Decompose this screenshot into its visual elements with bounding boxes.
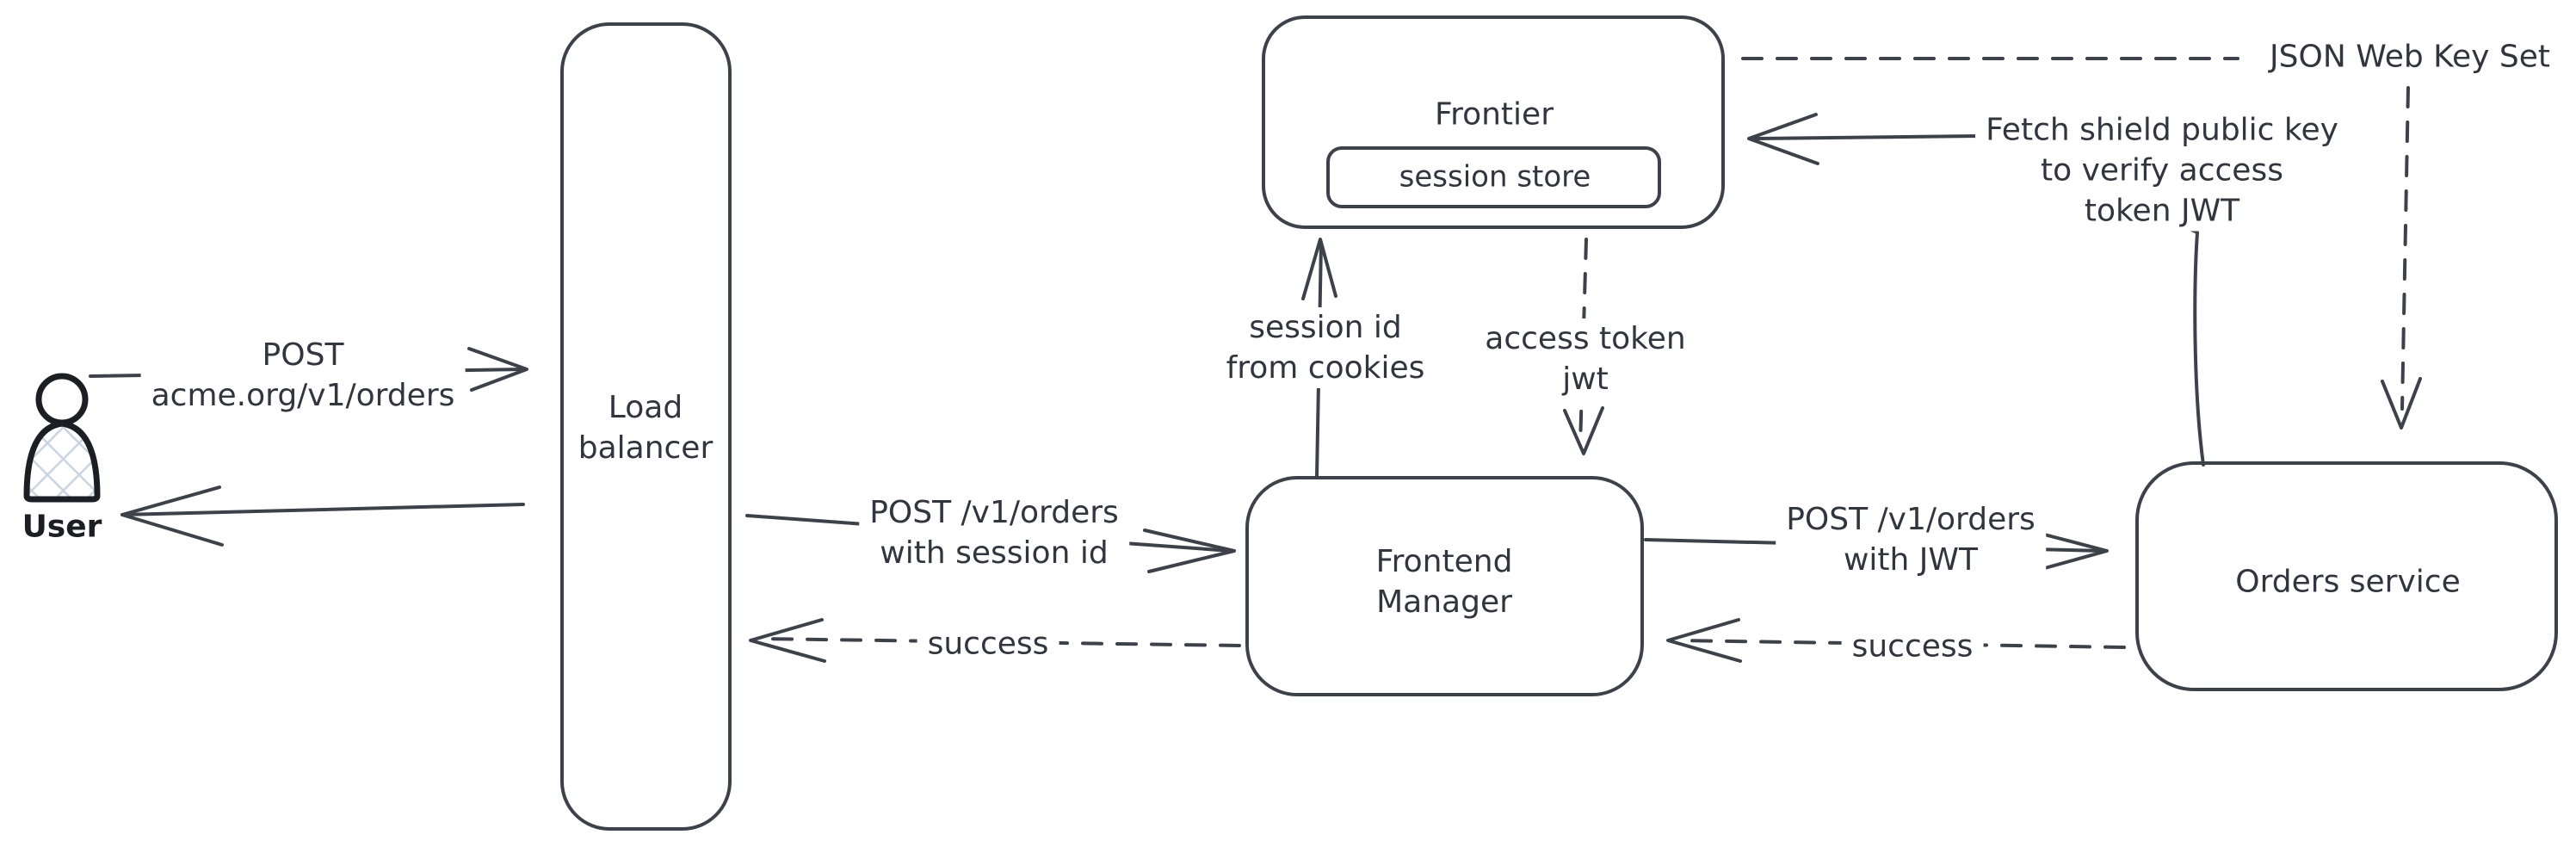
label-post-orders-jwt: POST /v1/orders with JWT [1776, 499, 2046, 580]
session-store-box [1326, 146, 1661, 208]
frontend-manager-box [1245, 476, 1644, 696]
label-access-token-jwt: access token jwt [1474, 318, 1696, 399]
user-icon [23, 373, 101, 503]
arrow-jwks-to-orders-service [2381, 86, 2422, 430]
label-fetch-shield-public-key: Fetch shield public key to verify access… [1975, 109, 2349, 232]
load-balancer-box [560, 22, 732, 831]
label-session-id-from-cookies: session id from cookies [1215, 307, 1436, 388]
arrow-frontend-manager-to-load-balancer-success [749, 618, 1241, 663]
frontier-label: Frontier [1434, 96, 1554, 133]
orders-service-label: Orders service [2235, 564, 2461, 600]
label-success-lb: success [917, 623, 1059, 665]
session-store-label: session store [1399, 159, 1591, 195]
label-post-orders-session-id: POST /v1/orders with session id [859, 492, 1129, 573]
arrow-orders-service-to-frontier [1747, 113, 2205, 467]
arrow-load-balancer-to-user [120, 485, 525, 547]
frontend-manager-label: Frontend Manager [1375, 544, 1513, 620]
label-post-acme-orders: POST acme.org/v1/orders [140, 335, 466, 416]
label-success-orders: success [1841, 626, 1984, 667]
load-balancer-label: Load balancer [578, 390, 713, 466]
orders-service-box [2135, 461, 2558, 691]
user-label: User [22, 509, 102, 545]
label-json-web-key-set: JSON Web Key Set [2259, 36, 2561, 77]
